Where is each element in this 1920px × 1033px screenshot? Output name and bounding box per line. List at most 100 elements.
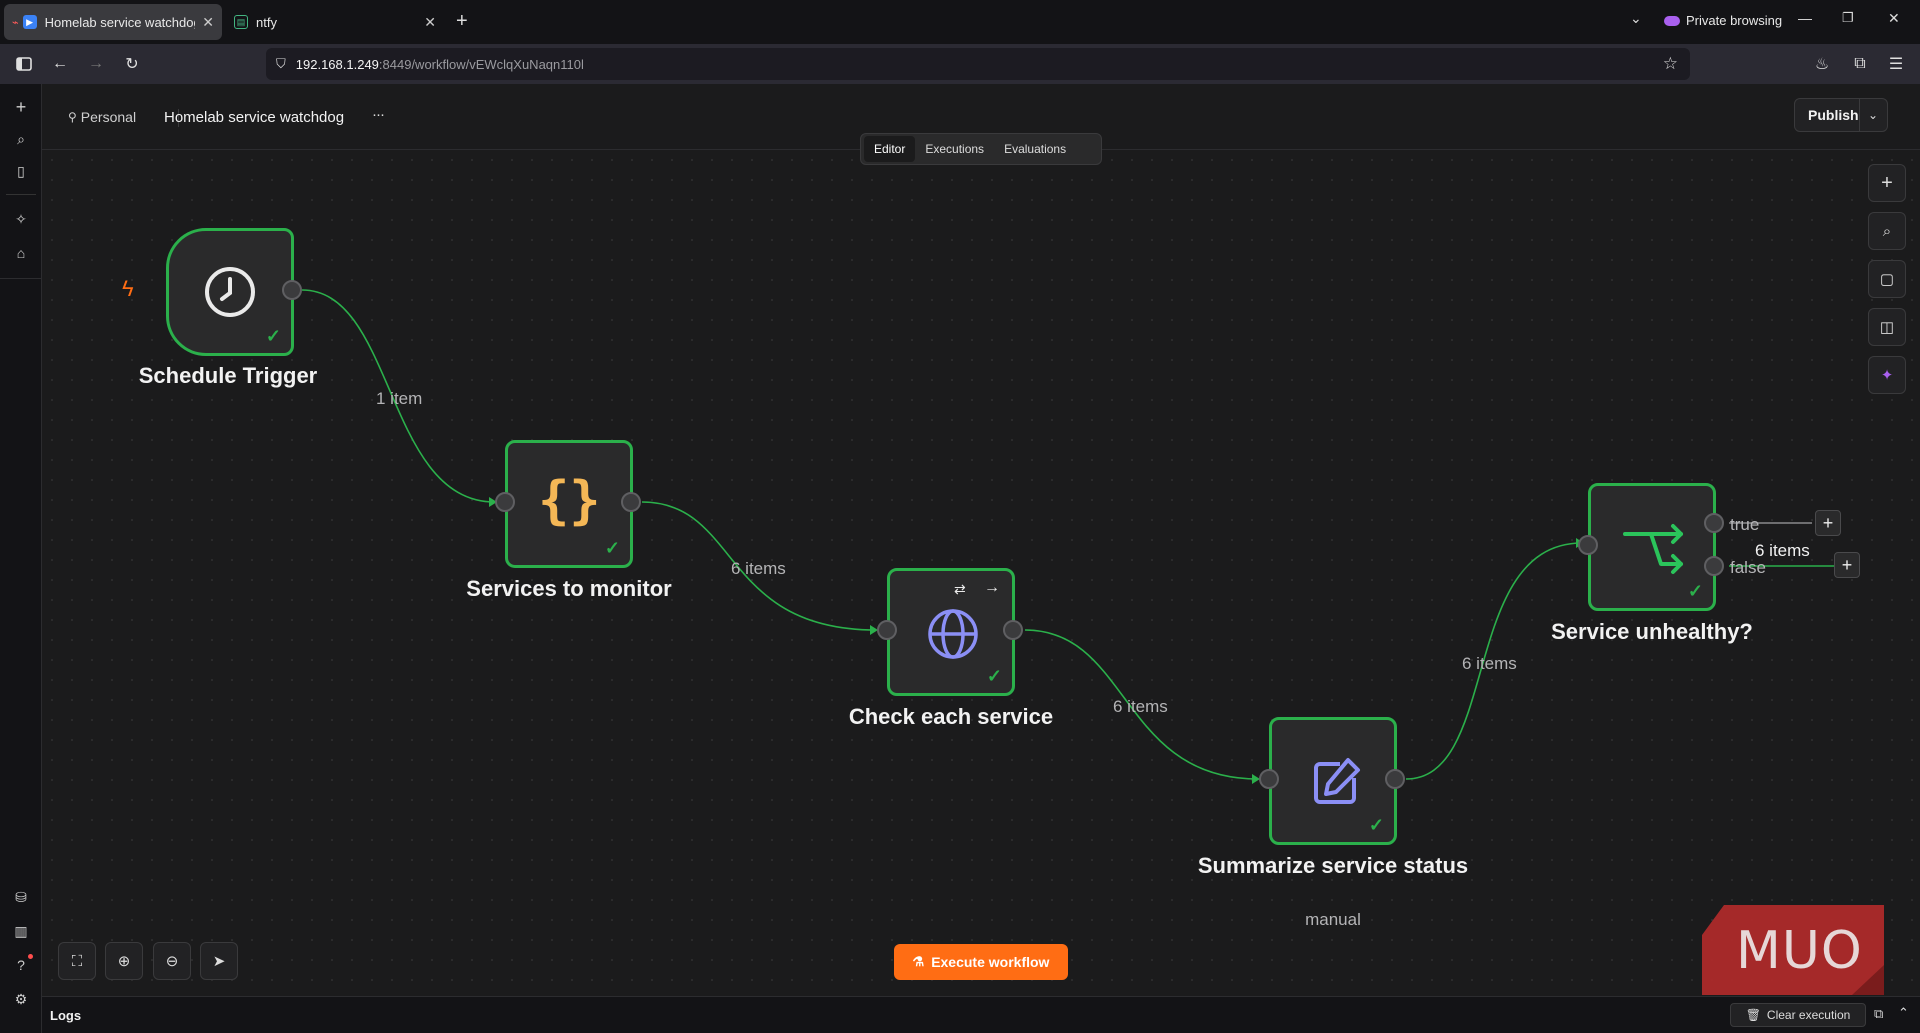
edge-label: 6 items	[731, 559, 786, 578]
success-check-icon: ✓	[986, 666, 1002, 686]
branch-if-icon	[1623, 524, 1683, 574]
add-node-button[interactable]: +	[1868, 164, 1906, 202]
input-port[interactable]	[1578, 535, 1598, 555]
node-schedule-trigger[interactable]: ✓	[166, 228, 294, 356]
code-braces-icon: {}	[538, 471, 601, 531]
panel-toggle-icon[interactable]: ◫	[1868, 308, 1906, 346]
more-options-button[interactable]: ···	[372, 106, 385, 123]
trigger-bolt-icon: ϟ	[122, 276, 134, 301]
project-breadcrumb[interactable]: ⚲ Personal	[68, 109, 136, 125]
chevron-up-icon[interactable]: ⌃	[1898, 1005, 1909, 1020]
zoom-in-icon[interactable]: ⊕	[105, 942, 143, 980]
reload-icon[interactable]: ↻	[125, 56, 139, 73]
add-node-false-button[interactable]: +	[1834, 552, 1860, 578]
edge-label: 6 items	[1113, 697, 1168, 716]
edit-pencil-icon	[1314, 758, 1360, 804]
output-port-true[interactable]	[1704, 513, 1724, 533]
input-port[interactable]	[877, 620, 897, 640]
output-port[interactable]	[282, 280, 302, 300]
success-check-icon: ✓	[265, 326, 281, 346]
flask-icon: ⚗	[912, 954, 925, 969]
url-path: :8449/workflow/vEWclqXuNaqn110l	[378, 56, 584, 72]
watermark-text: MUO	[1736, 921, 1863, 981]
private-mask-icon	[1664, 15, 1680, 26]
forward-arrow-icon[interactable]: →	[88, 55, 104, 72]
tab-executions[interactable]: Executions	[925, 142, 985, 156]
execute-workflow-button[interactable]: ⚗ Execute workflow	[894, 944, 1068, 980]
home-icon[interactable]: ⌂	[16, 245, 26, 261]
tab-title: Homelab service watchdog	[44, 14, 195, 30]
node-label: Schedule Trigger	[138, 363, 318, 388]
output-port[interactable]	[1003, 620, 1023, 640]
zoom-out-icon[interactable]: ⊖	[153, 942, 191, 980]
node-label: Services to monitor	[466, 576, 672, 601]
output-port-false[interactable]	[1704, 556, 1724, 576]
ai-assistant-sparkle-icon[interactable]: ✦	[1868, 356, 1906, 394]
edge-label: 1 item	[376, 389, 423, 408]
close-window-icon[interactable]: ✕	[1888, 10, 1900, 26]
templates-icon[interactable]: ⛁	[15, 888, 27, 905]
add-icon[interactable]: +	[15, 96, 27, 117]
popout-icon[interactable]: ⧉	[1874, 1006, 1884, 1021]
url-bar[interactable]: ⛉ 192.168.1.249 :8449/workflow/vEWclqXuN…	[266, 48, 1690, 80]
publish-button[interactable]: Publish	[1808, 107, 1859, 123]
output-port[interactable]	[1385, 769, 1405, 789]
trash-icon: 🗑	[1745, 1008, 1761, 1022]
tab-evaluations[interactable]: Evaluations	[1004, 142, 1067, 156]
browser-tab-homelab[interactable]: ⌁ ▶ Homelab service watchdog ✕	[4, 4, 222, 40]
insights-chart-icon[interactable]: ▥	[14, 922, 28, 939]
back-arrow-icon[interactable]: ←	[52, 55, 68, 72]
app-sidebar: + ⌕ ▯ ✧ ⌂ ⛁ ▥ ? ⚙	[0, 84, 42, 1033]
tab-title: ntfy	[256, 14, 277, 30]
logs-title[interactable]: Logs	[50, 1008, 82, 1023]
restore-icon[interactable]: ❐	[1842, 10, 1854, 25]
success-check-icon: ✓	[1368, 815, 1384, 835]
extension-flame-icon[interactable]: ♨	[1814, 56, 1830, 73]
fit-view-icon[interactable]: ⛶	[58, 942, 96, 980]
menu-hamburger-icon[interactable]: ☰	[1888, 56, 1904, 73]
tab-editor[interactable]: Editor	[864, 136, 916, 162]
node-label: Check each service	[848, 704, 1054, 729]
node-services-to-monitor[interactable]: {} ✓	[505, 440, 633, 568]
ai-sparkle-icon[interactable]: ✧	[15, 210, 27, 227]
ntfy-favicon-icon: ▤	[234, 15, 248, 29]
node-check-each-service[interactable]: ⇄ → ✓	[887, 568, 1015, 696]
settings-gear-icon[interactable]: ⚙	[14, 990, 28, 1007]
sidebar-toggle-icon[interactable]	[10, 50, 38, 78]
browser-tab-strip: ⌁ ▶ Homelab service watchdog ✕ ▤ ntfy ✕ …	[0, 0, 1920, 44]
branch-label-false: false	[1730, 558, 1766, 577]
chevron-down-icon[interactable]: ⌄	[1630, 10, 1642, 26]
close-icon[interactable]: ✕	[424, 13, 436, 30]
notification-dot	[28, 954, 33, 959]
bookmark-star-icon[interactable]: ☆	[1662, 54, 1678, 73]
workflow-name[interactable]: Homelab service watchdog	[164, 109, 345, 126]
globe-icon	[928, 609, 978, 659]
search-icon[interactable]: ⌕	[17, 130, 25, 147]
chevron-down-icon[interactable]: ⌄	[1868, 108, 1879, 122]
loop-icon: ⇄	[954, 581, 966, 597]
output-port[interactable]	[621, 492, 641, 512]
tidy-up-icon[interactable]: ➤	[200, 942, 238, 980]
add-node-true-button[interactable]: +	[1815, 510, 1841, 536]
input-port[interactable]	[495, 492, 515, 512]
new-tab-button[interactable]: +	[456, 10, 468, 32]
node-summarize-service-status[interactable]: ✓	[1269, 717, 1397, 845]
clear-execution-button[interactable]: 🗑 Clear execution	[1730, 1003, 1866, 1027]
panel-icon[interactable]: ▯	[17, 162, 25, 179]
private-browsing-label: Private browsing	[1686, 13, 1783, 28]
input-port[interactable]	[1259, 769, 1279, 789]
close-icon[interactable]: ✕	[202, 13, 214, 30]
extensions-puzzle-icon[interactable]: ⧉	[1854, 55, 1866, 72]
minimize-icon[interactable]: —	[1798, 10, 1812, 26]
sticky-note-icon[interactable]: ▢	[1868, 260, 1906, 298]
search-icon[interactable]: ⌕	[1868, 212, 1906, 250]
help-icon[interactable]: ?	[17, 957, 25, 973]
node-service-unhealthy[interactable]: ✓	[1588, 483, 1716, 611]
user-icon: ⚲	[68, 110, 77, 124]
site-info-icon[interactable]: ⛉	[276, 56, 286, 71]
muo-watermark: MUO	[1702, 905, 1884, 995]
browser-tab-ntfy[interactable]: ▤ ntfy ✕	[226, 4, 444, 40]
node-label: Service unhealthy?	[1551, 619, 1753, 644]
url-host: 192.168.1.249	[295, 56, 379, 72]
